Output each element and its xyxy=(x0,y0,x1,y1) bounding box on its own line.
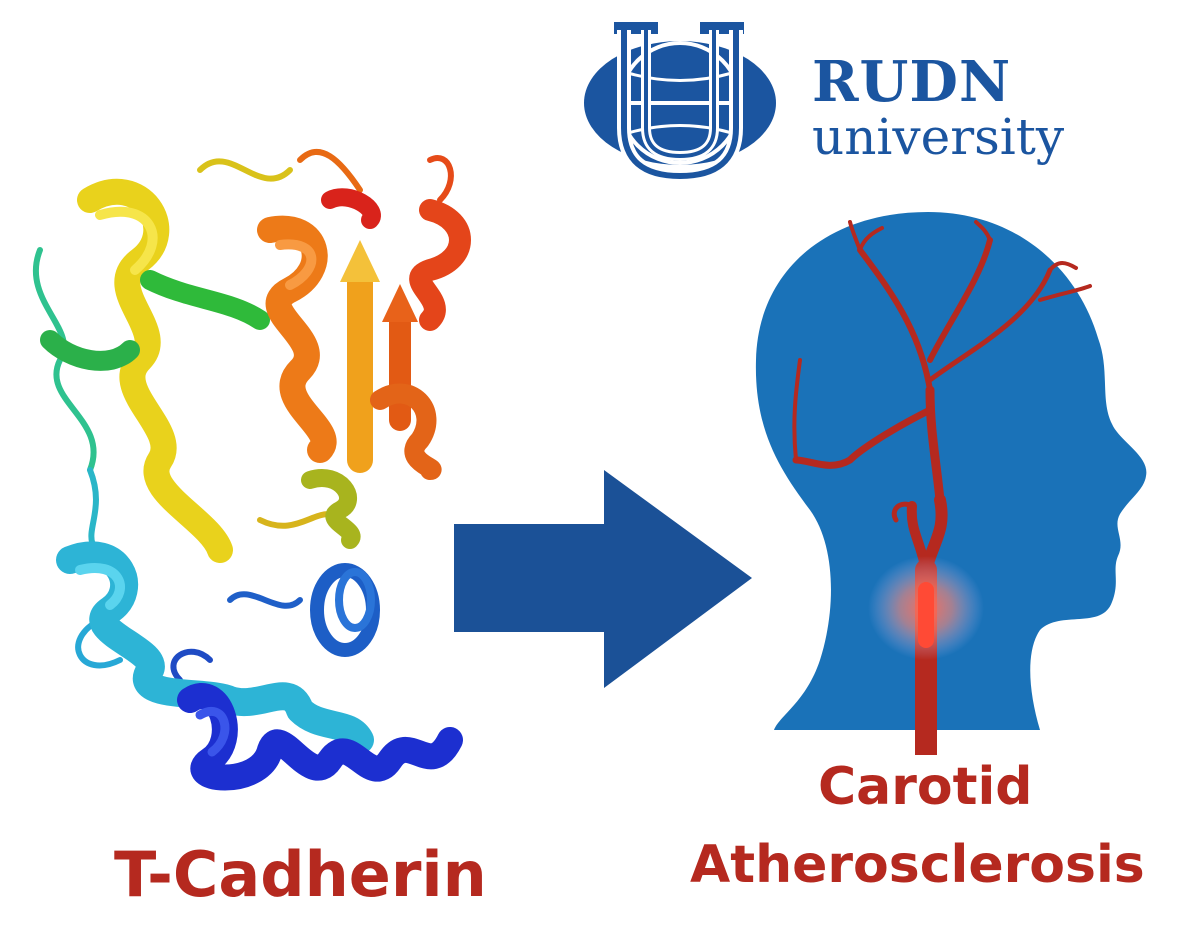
logo-subtitle: university xyxy=(812,108,1065,166)
protein-label: T-Cadherin xyxy=(114,838,487,911)
disease-label-line1: Carotid xyxy=(818,757,1033,817)
disease-label-line2: Atherosclerosis xyxy=(690,835,1145,895)
logo-text: RUDN university xyxy=(812,54,1064,162)
protein-ribbon-icon xyxy=(32,149,471,791)
right-arrow-icon xyxy=(454,470,752,688)
rudn-globe-emblem-icon xyxy=(584,22,776,184)
head-carotid-icon xyxy=(755,212,1147,755)
logo-title: RUDN xyxy=(812,49,1012,115)
rudn-logo: RUDN university xyxy=(580,18,1140,188)
